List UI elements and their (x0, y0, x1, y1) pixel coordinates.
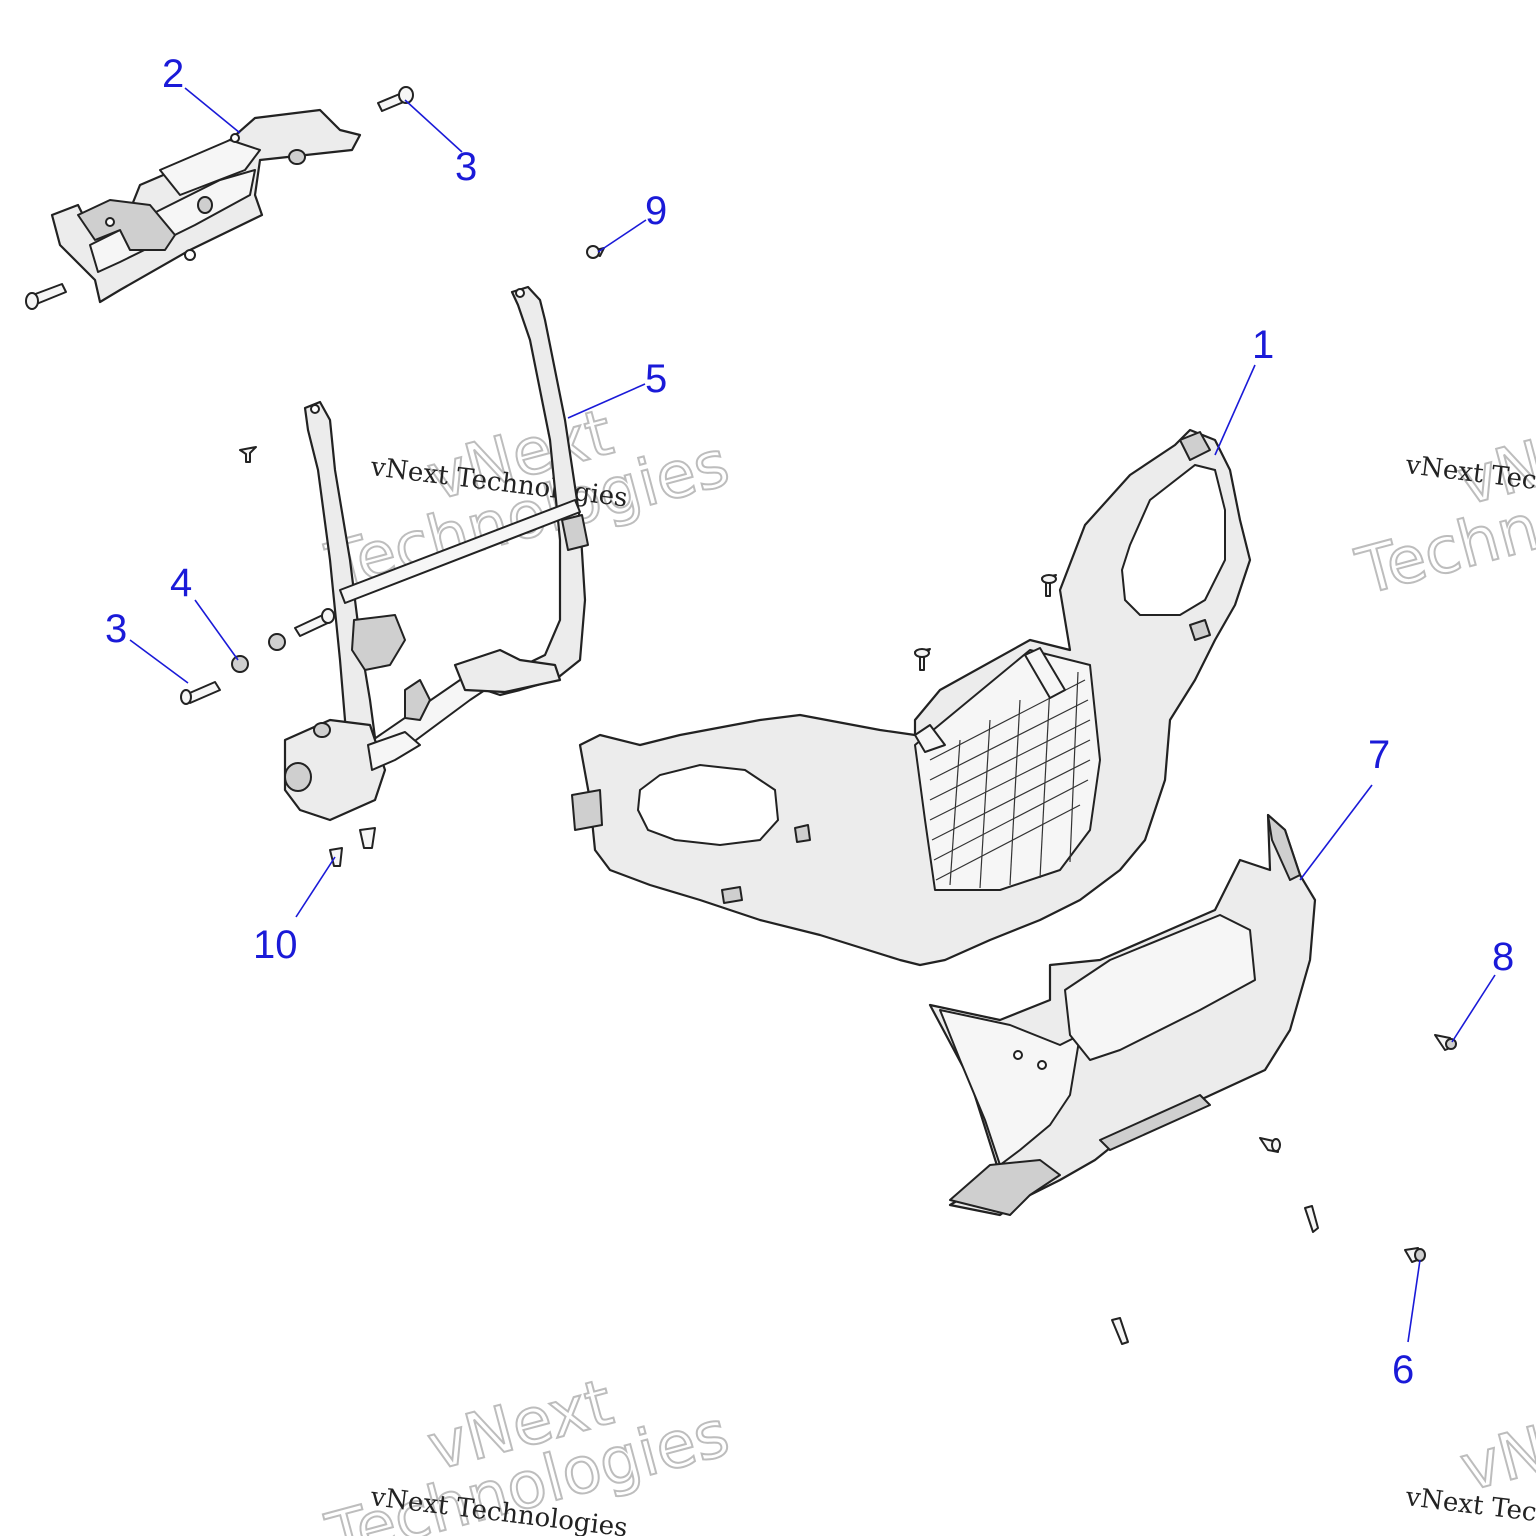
leader-lines (129, 87, 1496, 1343)
leader-7 (1299, 784, 1373, 881)
leader-5 (567, 383, 646, 419)
callout-6: 6 (1392, 1348, 1414, 1392)
callout-8: 8 (1492, 935, 1514, 979)
callout-4: 4 (170, 561, 192, 605)
leader-10 (295, 856, 336, 918)
part-front-fascia (571, 428, 1252, 967)
leader-4 (194, 599, 239, 661)
callout-5: 5 (645, 357, 667, 401)
callout-1: 1 (1252, 323, 1274, 367)
leader-6 (1407, 1259, 1421, 1343)
part-lower-cover (928, 813, 1457, 1345)
leader-1 (1214, 364, 1256, 456)
callout-2: 2 (162, 52, 184, 96)
callout-7: 7 (1368, 733, 1390, 777)
callout-labels: 1 2 3 3 4 5 6 7 8 9 10 (105, 52, 1514, 1392)
leader-3a (404, 99, 463, 153)
part-upper-bracket (25, 86, 414, 310)
leader-2 (184, 87, 241, 134)
leader-8 (1451, 974, 1496, 1043)
leader-9 (597, 219, 647, 253)
callout-3-side: 3 (105, 607, 127, 651)
callout-10: 10 (253, 923, 298, 967)
leader-3b (129, 639, 189, 684)
callout-9: 9 (645, 189, 667, 233)
part-bumper-frame (180, 245, 605, 867)
callout-3-top: 3 (455, 145, 477, 189)
